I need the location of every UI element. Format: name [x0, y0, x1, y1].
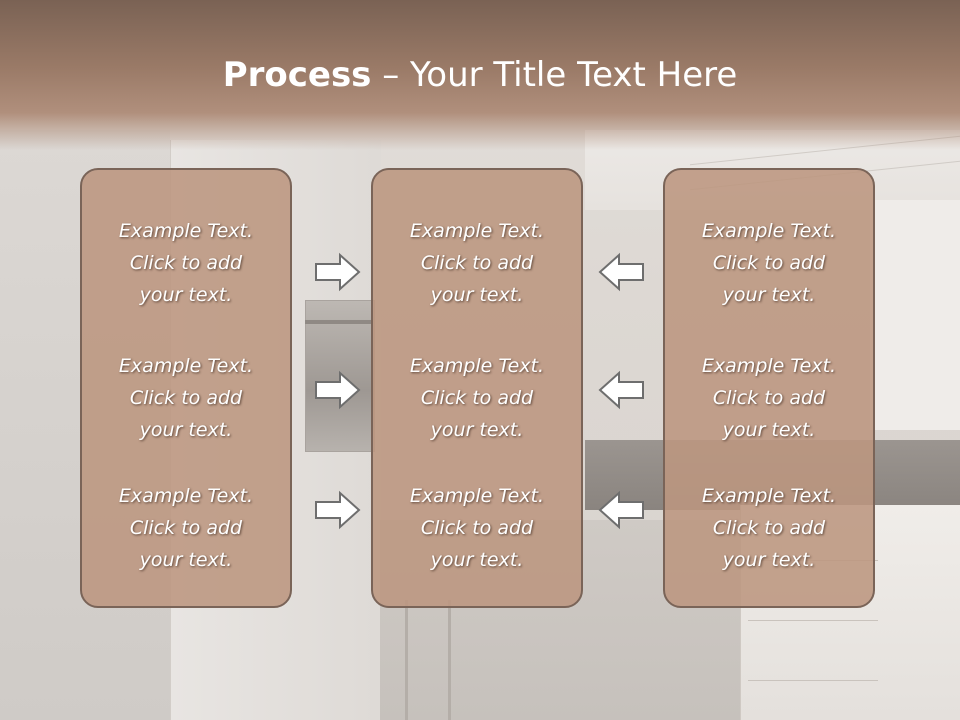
text-line: Click to add [129, 517, 243, 539]
text-line: Example Text. [701, 485, 837, 507]
text-line: Click to add [129, 252, 243, 274]
text-line: Example Text. [701, 220, 837, 242]
background-drawer-line [748, 680, 878, 681]
arrow-left-icon[interactable] [597, 490, 645, 530]
text-line: Example Text. [118, 355, 254, 377]
text-line: Example Text. [701, 355, 837, 377]
process-box-right[interactable]: Example Text. Click to add your text. Ex… [663, 168, 875, 608]
text-line: Example Text. [409, 485, 545, 507]
text-line: Example Text. [118, 220, 254, 242]
text-line: your text. [139, 549, 233, 571]
text-line: your text. [430, 549, 524, 571]
text-placeholder[interactable]: Example Text. Click to add your text. [82, 350, 290, 446]
text-line: your text. [139, 419, 233, 441]
arrow-right-icon[interactable] [314, 252, 362, 292]
process-box-center[interactable]: Example Text. Click to add your text. Ex… [371, 168, 583, 608]
background-stool [405, 600, 451, 720]
text-line: Click to add [712, 387, 826, 409]
background-window [870, 200, 960, 430]
text-line: Example Text. [409, 355, 545, 377]
text-line: Click to add [129, 387, 243, 409]
text-line: Example Text. [118, 485, 254, 507]
arrow-left-icon[interactable] [597, 370, 645, 410]
text-placeholder[interactable]: Example Text. Click to add your text. [665, 215, 873, 311]
process-box-left[interactable]: Example Text. Click to add your text. Ex… [80, 168, 292, 608]
text-line: Click to add [420, 252, 534, 274]
title-band [0, 0, 960, 150]
slide-title-rest: – Your Title Text Here [371, 55, 738, 95]
text-line: Example Text. [409, 220, 545, 242]
text-placeholder[interactable]: Example Text. Click to add your text. [82, 480, 290, 576]
text-line: your text. [430, 419, 524, 441]
text-placeholder[interactable]: Example Text. Click to add your text. [373, 480, 581, 576]
background-oven-handle [305, 320, 373, 324]
text-line: your text. [722, 419, 816, 441]
text-placeholder[interactable]: Example Text. Click to add your text. [373, 350, 581, 446]
slide-title[interactable]: Process – Your Title Text Here [0, 52, 960, 98]
slide-title-bold: Process [222, 55, 372, 95]
arrow-left-icon[interactable] [597, 252, 645, 292]
text-placeholder[interactable]: Example Text. Click to add your text. [665, 350, 873, 446]
text-line: Click to add [420, 387, 534, 409]
arrow-right-icon[interactable] [314, 490, 362, 530]
text-line: Click to add [420, 517, 534, 539]
text-line: Click to add [712, 252, 826, 274]
background-drawer-line [748, 620, 878, 621]
text-line: your text. [430, 284, 524, 306]
text-line: your text. [722, 284, 816, 306]
text-line: your text. [722, 549, 816, 571]
arrow-right-icon[interactable] [314, 370, 362, 410]
text-placeholder[interactable]: Example Text. Click to add your text. [665, 480, 873, 576]
text-line: Click to add [712, 517, 826, 539]
text-placeholder[interactable]: Example Text. Click to add your text. [82, 215, 290, 311]
text-line: your text. [139, 284, 233, 306]
text-placeholder[interactable]: Example Text. Click to add your text. [373, 215, 581, 311]
